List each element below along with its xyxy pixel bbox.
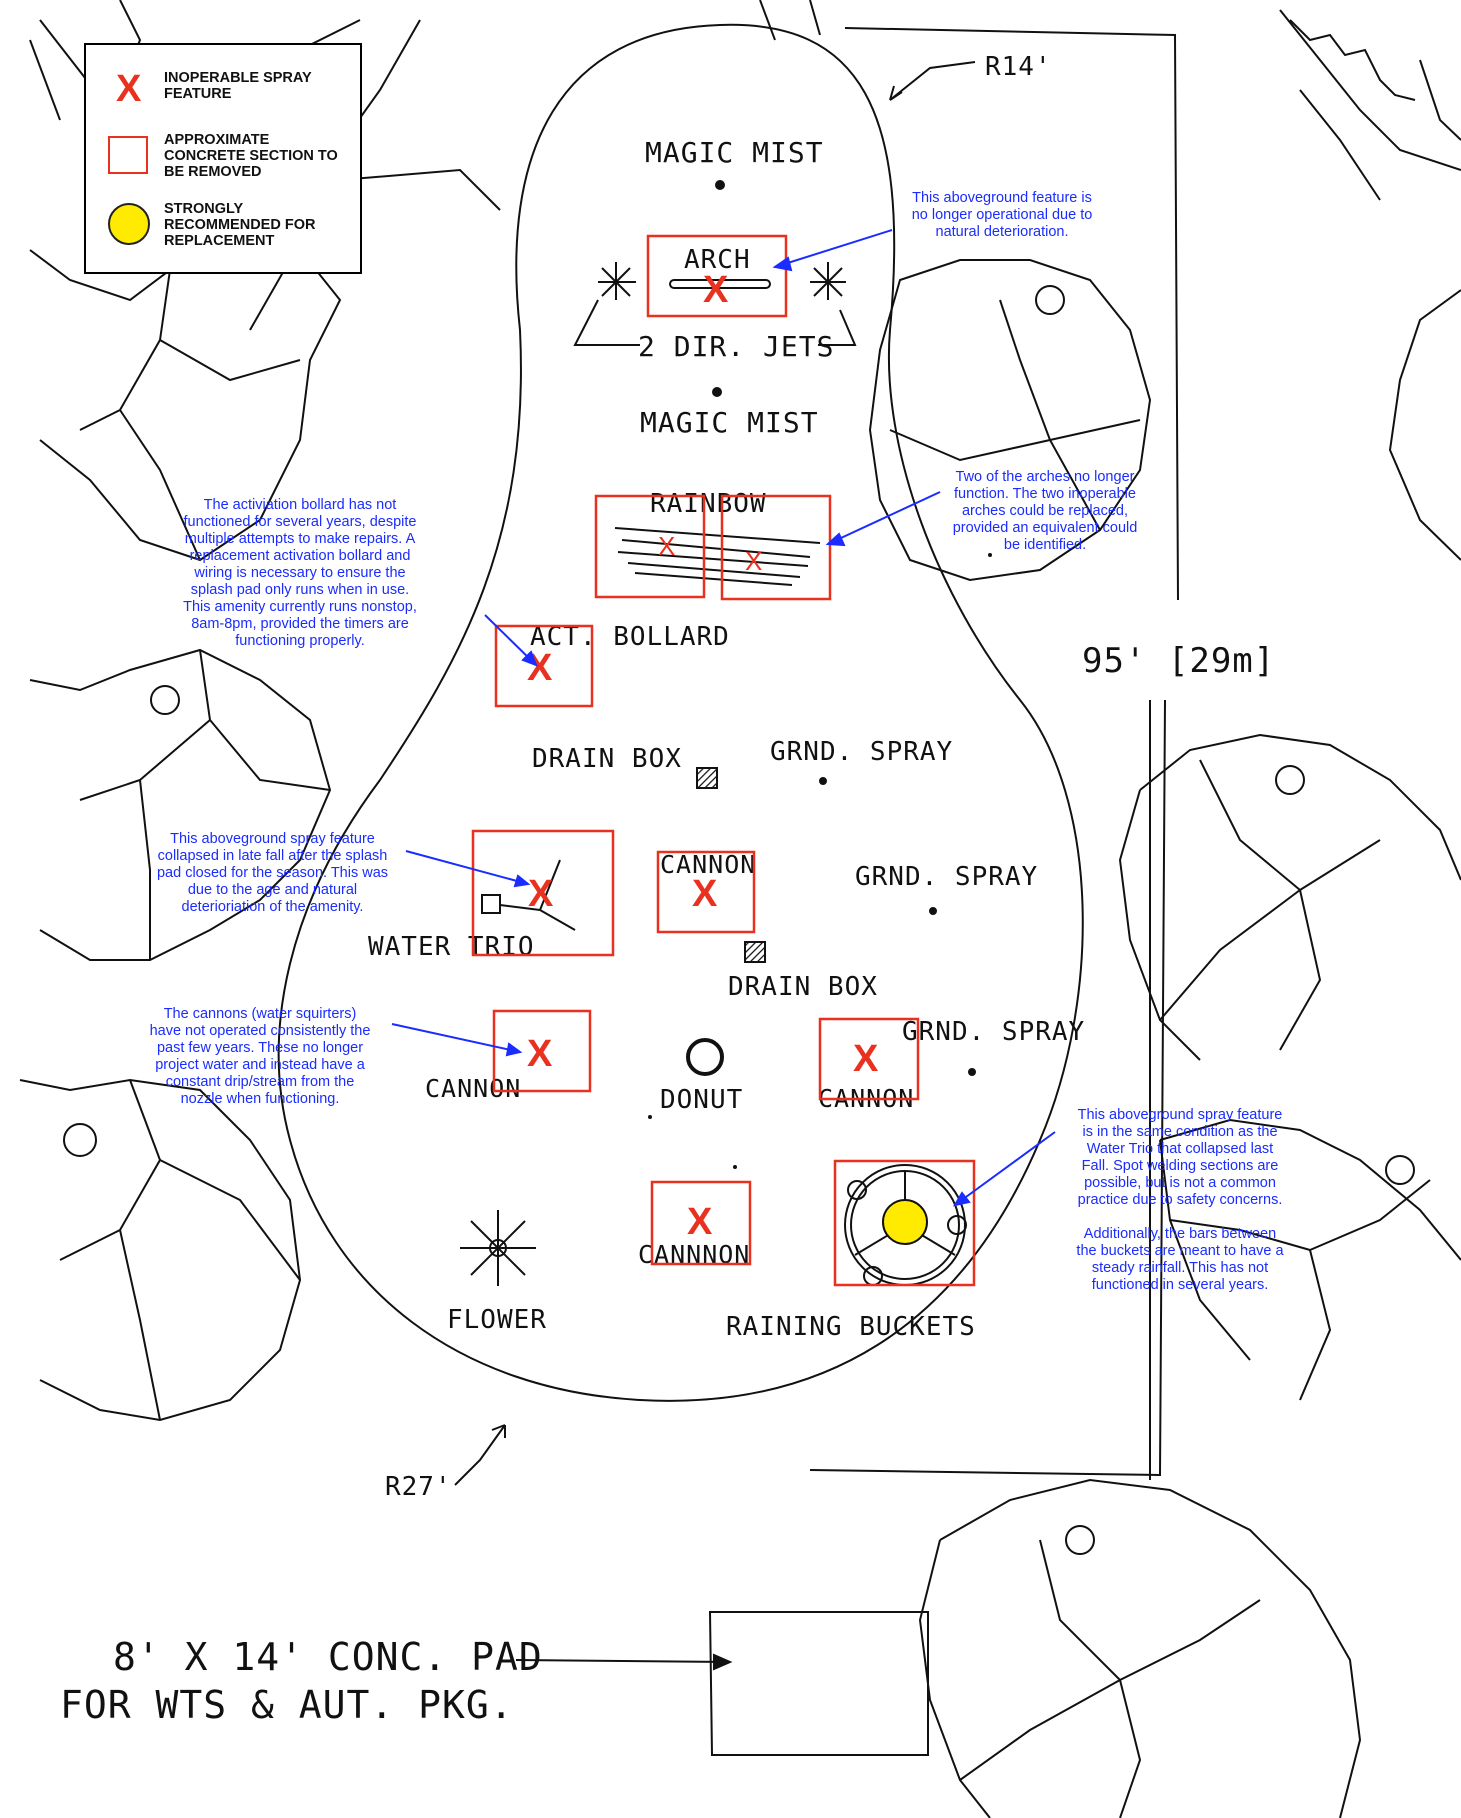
removal-box-cannon-1 [656,850,756,934]
splash-pad-outline [29,23,1084,1402]
x-mark-cannon-1: X [692,873,718,915]
removal-box-buckets [833,1159,976,1287]
label-radius-bottom: R27' [385,1472,452,1502]
legend-circle-icon [108,203,150,245]
water-trio-symbol [481,859,576,931]
label-cannon-2: CANNON [425,1074,521,1103]
feature-labels: MAGIC MIST ARCH 2 DIR. JETS MAGIC MIST R… [60,52,1275,1727]
grnd-spray-3-symbol [968,1068,976,1076]
tree-canopy-top-right [1279,9,1461,201]
label-water-trio: WATER TRIO [368,932,535,962]
label-pad-line2: FOR WTS & AUT. PKG. [60,1683,514,1727]
annotation-arrows [391,229,1056,1207]
legend-x-icon: X [116,68,142,110]
label-grnd-spray-2: GRND. SPRAY [855,862,1038,892]
tree-canopy-left-upper [29,228,342,562]
x-mark-water-trio: X [528,873,554,915]
label-cannon-1: CANNON [660,850,756,879]
tree-canopy-left-lower [19,1078,302,1422]
magic-mist-bottom-symbol [712,387,722,397]
donut-symbol [686,1038,724,1076]
tree-canopies [19,0,1461,1818]
x-mark-rainbow-right: X [745,546,762,576]
legend-label-concrete: APPROXIMATE CONCRETE SECTION TO BE REMOV… [164,132,338,180]
concrete-pad-callout [515,1611,929,1756]
label-drain-box-1: DRAIN BOX [532,744,682,774]
rainbow-symbol [614,527,821,586]
note-arch: This aboveground feature is no longer op… [911,190,1093,240]
misc-dots [648,553,992,1169]
grnd-spray-2-symbol [929,907,937,915]
tree-canopy-left-mid [29,648,332,961]
legend-label-replacement: STRONGLY RECOMMENDED FOR REPLACEMENT [164,201,316,249]
x-mark-rainbow-left: X [658,531,675,561]
removal-box-water-trio [471,829,615,957]
label-grnd-spray-1: GRND. SPRAY [770,737,953,767]
note-cannons: The cannons (water squirters) have not o… [149,1006,371,1107]
drain-box-1-symbol [696,767,718,789]
jet-left-symbol [573,262,640,346]
tree-canopy-right-mid [1118,733,1461,1061]
removal-box-rainbow-right [720,494,832,601]
removal-box-arch [646,234,788,318]
note-water-trio: This aboveground spray feature collapsed… [156,831,389,915]
legend: X INOPERABLE SPRAY FEATURE APPROXIMATE C… [84,43,362,274]
magic-mist-top-symbol [715,180,725,190]
radius-leaders [454,61,976,1486]
property-lines [759,0,1179,1480]
tree-canopy-right-lower [1159,1118,1461,1401]
note-buckets: This aboveground spray feature is in the… [1076,1107,1284,1293]
tree-canopy-right-edge [1388,289,1461,561]
label-magic-mist-bottom: MAGIC MIST [640,406,819,439]
label-raining-buckets: RAINING BUCKETS [726,1312,976,1342]
label-flower: FLOWER [447,1305,547,1335]
removal-boxes [471,234,976,1287]
jet-right-symbol [810,262,857,346]
flower-symbol [460,1210,536,1286]
x-mark-arch: X [703,269,729,311]
tree-canopy-right-upper [868,259,1152,582]
label-grnd-spray-3: GRND. SPRAY [902,1017,1085,1047]
label-magic-mist-top: MAGIC MIST [645,136,824,169]
x-mark-cannnon: X [687,1201,713,1243]
note-rainbow: Two of the arches no longer function. Th… [952,469,1138,553]
removal-box-rainbow-left [594,494,706,599]
label-radius-top: R14' [985,52,1052,82]
removal-box-cannon-2 [492,1009,592,1093]
replacement-marker-buckets [882,1199,928,1245]
legend-label-inoperable: INOPERABLE SPRAY FEATURE [164,70,312,102]
label-arch: ARCH [684,245,751,275]
label-rainbow: RAINBOW [650,489,767,519]
removal-box-cannon-3 [818,1017,920,1101]
legend-square-icon [108,136,148,174]
grnd-spray-1-symbol [819,777,827,785]
removal-box-cannnon [650,1180,752,1266]
x-mark-cannon-3: X [853,1038,879,1080]
x-mark-cannon-2: X [527,1033,553,1075]
label-donut: DONUT [660,1085,743,1115]
arch-symbol [669,279,771,289]
label-pad-line1: 8' X 14' CONC. PAD [113,1635,543,1679]
note-bollard: The activiation bollard has not function… [183,497,417,649]
label-dimension-width: 95' [29m] [1082,641,1275,681]
tree-canopy-bottom-right [918,1478,1362,1818]
label-2-dir-jets: 2 DIR. JETS [638,330,834,363]
drain-box-2-symbol [744,941,766,963]
label-drain-box-2: DRAIN BOX [728,972,878,1002]
feature-symbols [460,180,976,1286]
removal-box-bollard [494,624,594,708]
